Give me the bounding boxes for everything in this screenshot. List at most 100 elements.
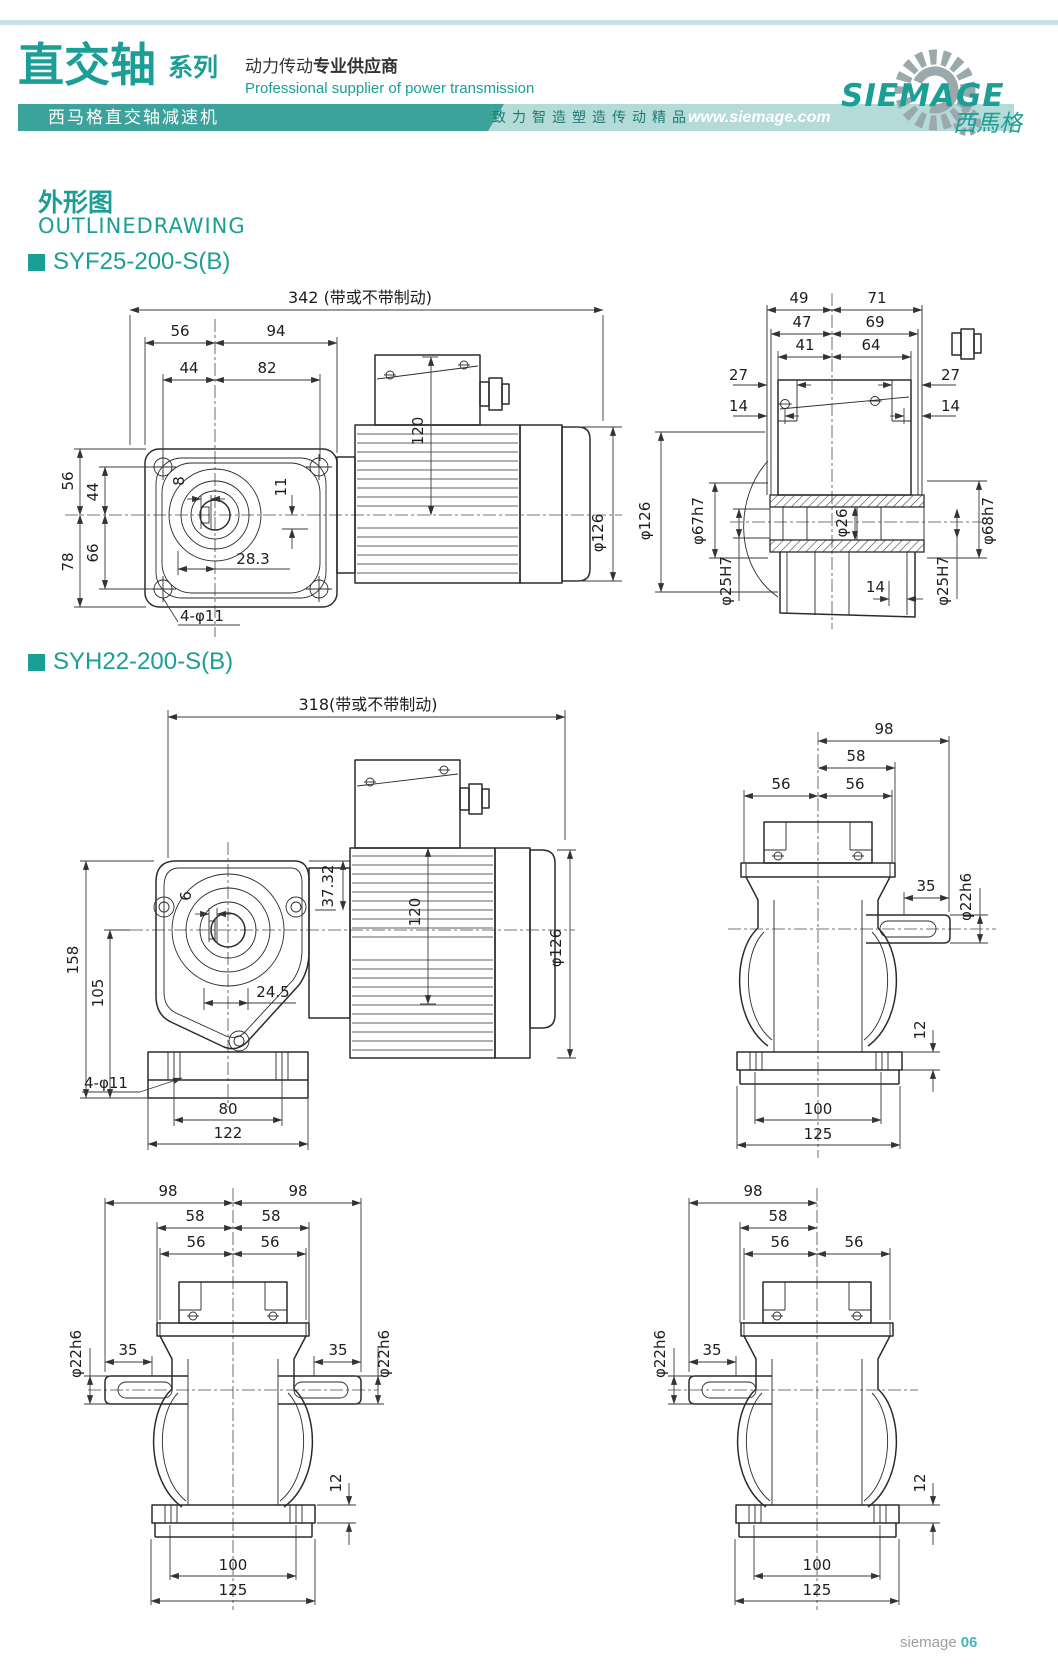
dim-label: φ22h6 (957, 873, 975, 921)
dim-label: φ25H7 (717, 556, 735, 606)
dimensions: 98 58 56 56 35 φ22h6 12 100 (736, 720, 988, 1149)
dim-label: 56 (260, 1233, 279, 1251)
dim-label: 56 (845, 775, 864, 793)
dim-label: 58 (768, 1207, 787, 1225)
dimensions: 342 (带或不带制动) 56 94 44 82 56 78 44 66 (59, 288, 622, 626)
dim-label: 27 (941, 366, 960, 384)
dim-label: 35 (328, 1341, 347, 1359)
dim-label: 4-φ11 (84, 1074, 128, 1092)
dim-label: 56 (844, 1233, 863, 1251)
dim-label: 342 (带或不带制动) (288, 288, 432, 307)
dim-label: 27 (729, 366, 748, 384)
dim-label: 94 (266, 322, 285, 340)
dim-label: 158 (64, 946, 82, 975)
dim-label: 66 (84, 543, 102, 562)
dim-label: φ68h7 (979, 497, 997, 545)
dim-label: φ25H7 (934, 556, 952, 606)
dim-label: φ26 (833, 509, 851, 538)
dim-label: 56 (170, 322, 189, 340)
dim-label: 44 (179, 359, 198, 377)
dim-label: 12 (911, 1020, 929, 1039)
dim-label: 12 (327, 1473, 345, 1492)
drawing-front-left-shaft: 98 58 56 56 35 φ22h6 12 100 (651, 1182, 940, 1610)
dim-label: φ126 (547, 929, 565, 968)
dim-label: 8 (170, 476, 188, 486)
dim-label: 105 (89, 979, 107, 1008)
dim-label: 56 (59, 471, 77, 490)
dim-label: 122 (214, 1124, 243, 1142)
dim-label: 35 (702, 1341, 721, 1359)
drawing-syh22-side-view: 318(带或不带制动) 158 105 6 24.5 37.32 120 φ1 (64, 695, 576, 1150)
dim-label: 318(带或不带制动) (298, 695, 437, 714)
dim-label: 14 (866, 578, 885, 596)
series-title-cn: 直交轴 (18, 39, 156, 91)
dim-label: 58 (846, 747, 865, 765)
motor-outline (336, 354, 591, 584)
footer-brand: siemage (900, 1634, 957, 1651)
dim-label: 56 (770, 1233, 789, 1251)
dimensions: 98 98 58 58 56 56 35 35 φ22h6 (67, 1182, 393, 1605)
centerlines (130, 842, 575, 1108)
dim-label: 56 (771, 775, 790, 793)
centerlines (88, 1188, 378, 1610)
dim-label: 12 (911, 1473, 929, 1492)
bullet-square-icon (28, 253, 45, 271)
band-middle-text: 致力智造塑造传动精品 (492, 109, 692, 125)
header-band-dark: 西马格直交轴减速机 (18, 104, 504, 131)
model-title-syf25: SYF25-200-S(B) (28, 248, 230, 276)
gearbox-outline (147, 860, 310, 1099)
website-text: www.siemage.com (688, 109, 831, 126)
dimensions: 49 71 47 69 41 64 27 27 14 14 (636, 289, 997, 606)
dim-label: 125 (803, 1581, 832, 1599)
gearbox-outline (144, 448, 338, 608)
dim-label: φ67h7 (689, 497, 707, 545)
body-outline (688, 1281, 900, 1538)
dim-label: 69 (865, 313, 884, 331)
dim-label: 6 (177, 891, 195, 901)
dim-label: 71 (867, 289, 886, 307)
dim-label: 80 (218, 1100, 237, 1118)
motor-outline (308, 759, 556, 1059)
drawing-syf25-section-view: 49 71 47 69 41 64 27 27 14 14 (636, 289, 997, 629)
dim-label: 44 (84, 482, 102, 501)
dim-label: 24.5 (256, 983, 289, 1001)
centerlines (668, 1188, 918, 1610)
logo-cn-name: 西馬格 (953, 111, 1024, 137)
dim-label: 125 (219, 1581, 248, 1599)
logo-wordmark: SIEMAGE (841, 78, 1005, 114)
series-title: 直交轴 系列 (18, 42, 218, 88)
dim-label: φ126 (589, 514, 607, 553)
band-left-text: 西马格直交轴减速机 (48, 108, 219, 127)
dim-label: 58 (185, 1207, 204, 1225)
dim-label: 14 (729, 397, 748, 415)
body-outline (736, 821, 951, 1085)
dim-label: 37.32 (319, 865, 337, 908)
dim-label: 120 (406, 898, 424, 927)
dim-label: 35 (916, 877, 935, 895)
dimensions: 318(带或不带制动) 158 105 6 24.5 37.32 120 φ1 (64, 695, 576, 1150)
dimensions: 98 58 56 56 35 φ22h6 12 100 (651, 1182, 940, 1605)
drawing-syf25-side-view: 342 (带或不带制动) 56 94 44 82 56 78 44 66 (59, 288, 622, 637)
dim-label: 11 (272, 477, 290, 496)
header-slogans: 动力传动专业供应商 Professional supplier of power… (245, 52, 534, 97)
dim-label: 98 (158, 1182, 177, 1200)
dim-label: 28.3 (236, 550, 269, 568)
body-outline (104, 1281, 362, 1538)
bullet-square-icon (28, 653, 45, 671)
dim-label: 100 (804, 1100, 833, 1118)
dim-label: 47 (792, 313, 811, 331)
footer-page-number: 06 (960, 1634, 978, 1651)
dim-label: φ126 (636, 502, 654, 541)
dim-label: 4-φ11 (180, 607, 224, 625)
section-title-cn: 外形图 (38, 189, 114, 217)
gear-icon (894, 49, 981, 136)
dim-label: 56 (186, 1233, 205, 1251)
dim-label: 98 (874, 720, 893, 738)
dim-label: φ22h6 (67, 1330, 85, 1378)
dim-label: 100 (803, 1556, 832, 1574)
dim-label: 100 (219, 1556, 248, 1574)
dim-label: 78 (59, 552, 77, 571)
centerlines (65, 319, 622, 637)
dim-label: 125 (804, 1125, 833, 1143)
